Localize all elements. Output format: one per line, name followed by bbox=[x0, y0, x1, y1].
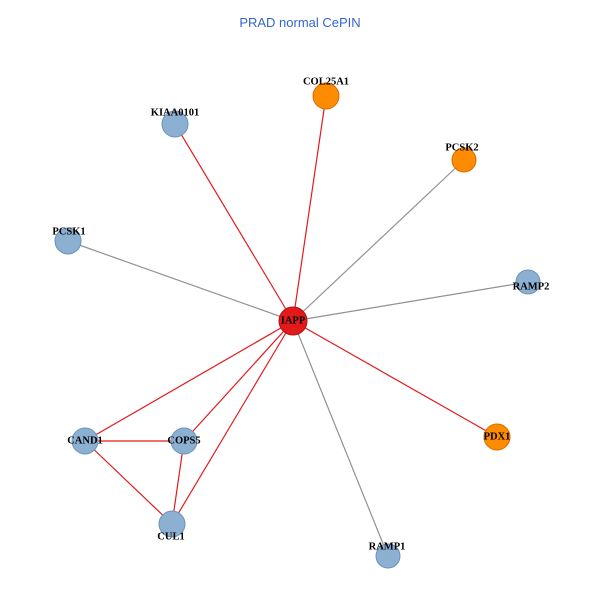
node-label-COPS5: COPS5 bbox=[167, 435, 200, 446]
graph-node-group-COPS5: COPS5 bbox=[167, 427, 201, 455]
edge-IAPP-CUL1 bbox=[171, 320, 294, 525]
graph-node-group-CAND1: CAND1 bbox=[67, 427, 103, 455]
edge-IAPP-CAND1 bbox=[84, 320, 294, 442]
edge-IAPP-COPS5 bbox=[183, 320, 294, 442]
edge-CAND1-CUL1 bbox=[84, 440, 173, 525]
edges-layer bbox=[67, 95, 529, 557]
edge-IAPP-PDX1 bbox=[292, 320, 498, 438]
graph-node-group-CUL1: CUL1 bbox=[157, 510, 186, 542]
node-circle-RAMP2 bbox=[515, 269, 541, 295]
node-label-COL25A1: COL25A1 bbox=[303, 76, 349, 87]
node-circle-PDX1 bbox=[483, 423, 511, 451]
node-circle-PCSK1 bbox=[54, 227, 82, 255]
graph-node-group-COL25A1: COL25A1 bbox=[303, 76, 349, 110]
edge-IAPP-COL25A1 bbox=[292, 95, 327, 322]
node-label-RAMP1: RAMP1 bbox=[369, 541, 406, 552]
graph-node-group-PCSK2: PCSK2 bbox=[445, 142, 479, 173]
node-circle-COPS5 bbox=[170, 427, 198, 455]
node-label-RAMP2: RAMP2 bbox=[513, 281, 550, 292]
edge-IAPP-KIAA0101 bbox=[174, 123, 294, 322]
node-label-PDX1: PDX1 bbox=[484, 431, 511, 442]
plot-title: PRAD normal CePIN bbox=[239, 15, 360, 30]
edge-COPS5-CUL1 bbox=[171, 440, 185, 525]
graph-node-group-IAPP: IAPP bbox=[278, 306, 308, 336]
node-circle-COL25A1 bbox=[312, 82, 340, 110]
node-label-CUL1: CUL1 bbox=[157, 531, 184, 542]
node-circle-RAMP1 bbox=[375, 543, 401, 569]
node-circle-IAPP bbox=[278, 306, 308, 336]
node-circle-PCSK2 bbox=[451, 147, 477, 173]
edge-IAPP-RAMP2 bbox=[292, 281, 529, 322]
node-label-PCSK2: PCSK2 bbox=[445, 142, 478, 153]
graph-node-group-RAMP1: RAMP1 bbox=[369, 541, 406, 569]
graph-node-group-PDX1: PDX1 bbox=[483, 423, 511, 451]
edge-IAPP-PCSK2 bbox=[292, 159, 465, 322]
edge-IAPP-PCSK1 bbox=[67, 240, 294, 322]
node-label-KIAA0101: KIAA0101 bbox=[151, 107, 199, 118]
node-label-CAND1: CAND1 bbox=[67, 435, 103, 446]
node-circle-CUL1 bbox=[158, 510, 186, 538]
node-circle-KIAA0101 bbox=[161, 110, 189, 138]
node-circle-CAND1 bbox=[71, 427, 99, 455]
graph-node-group-PCSK1: PCSK1 bbox=[52, 226, 86, 255]
graph-node-group-RAMP2: RAMP2 bbox=[513, 269, 550, 295]
edge-IAPP-RAMP1 bbox=[292, 320, 389, 557]
node-label-PCSK1: PCSK1 bbox=[52, 226, 85, 237]
graph-node-group-KIAA0101: KIAA0101 bbox=[151, 107, 199, 138]
node-label-IAPP: IAPP bbox=[281, 315, 306, 326]
